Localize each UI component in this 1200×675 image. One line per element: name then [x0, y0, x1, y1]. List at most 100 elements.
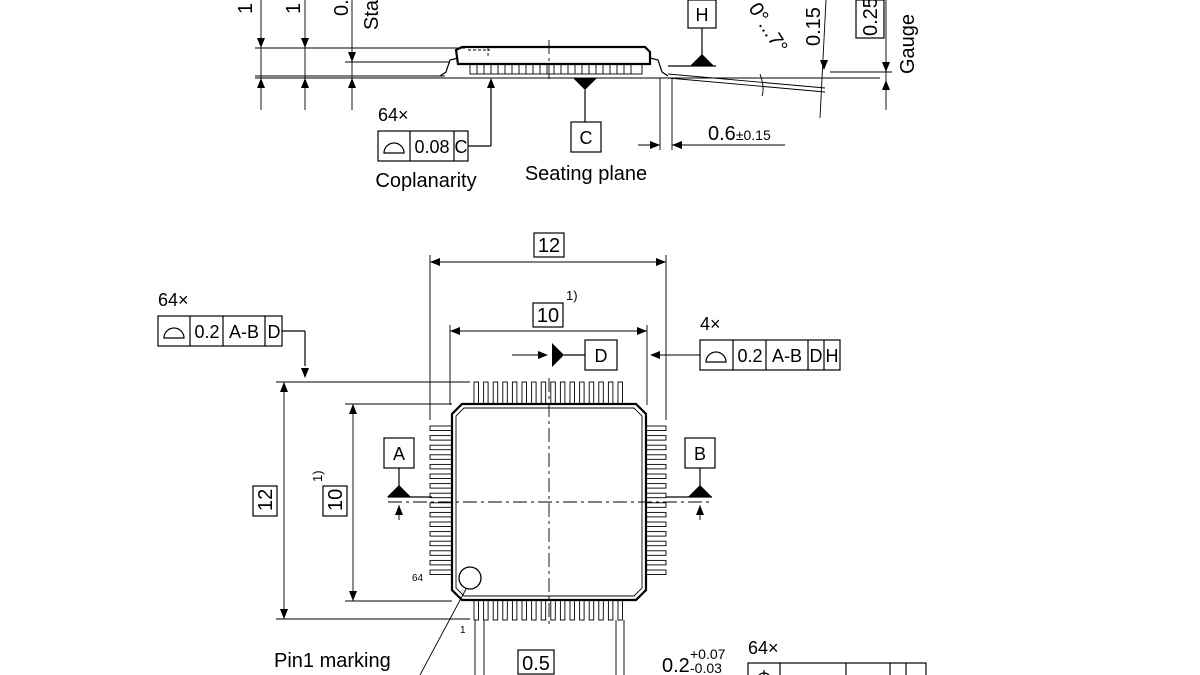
- pin-1-label: 1: [460, 625, 466, 636]
- pin1-marker: [458, 566, 482, 590]
- right-frame-datum-d: D: [810, 346, 823, 366]
- right-frame-tol: 0.2: [737, 346, 762, 366]
- side-dim-label-4: Sta: [361, 0, 383, 30]
- pin-lead: [429, 492, 453, 499]
- lead-width-minus: -0.03: [690, 660, 722, 675]
- pins-right-column: [645, 425, 667, 575]
- datum-a-label: A: [393, 444, 405, 464]
- pin-lead: [645, 559, 667, 566]
- pin-lead: [645, 483, 667, 489]
- pin-lead: [492, 599, 499, 621]
- dim-12-left-box: [252, 485, 278, 517]
- dim-10-left-box: [322, 485, 348, 517]
- pin-lead: [473, 599, 479, 621]
- dim-10-top-label: 10: [537, 305, 559, 327]
- right-frame-count: 4×: [700, 314, 721, 334]
- surface-profile-icon: [383, 142, 405, 154]
- pin-lead: [540, 599, 547, 621]
- pin-lead: [645, 511, 667, 518]
- coplanarity-frame: 0.08 C: [377, 130, 469, 162]
- right-frame-datum-h: H: [826, 346, 839, 366]
- pin-lead: [429, 569, 453, 575]
- pin-lead: [521, 381, 527, 405]
- left-frame-datum-d: D: [268, 322, 281, 342]
- coplanarity-value: 0.08: [414, 137, 449, 157]
- pin-lead: [502, 599, 508, 621]
- package-body: [450, 402, 648, 602]
- pin-lead: [607, 599, 614, 621]
- pin-lead: [502, 381, 508, 405]
- datum-c-box: [570, 121, 602, 153]
- pin-lead: [645, 444, 667, 451]
- pin-lead: [607, 381, 614, 405]
- pin-lead: [511, 599, 518, 621]
- pin-lead: [429, 435, 453, 441]
- pin-lead: [429, 540, 453, 547]
- pin-lead: [645, 569, 667, 575]
- pin-lead: [550, 381, 556, 405]
- pin-lead: [645, 531, 667, 537]
- pin-lead: [579, 599, 585, 621]
- left-frame-count: 64×: [158, 290, 189, 310]
- pin-lead: [617, 599, 623, 621]
- datum-h-box: [687, 0, 717, 29]
- lead-length-label: 0.6±0.15: [708, 123, 771, 145]
- pin-lead: [569, 381, 575, 405]
- lead-width-plus: +0.07: [690, 646, 726, 662]
- datum-h-label: H: [696, 5, 709, 25]
- side-view: 1 1 0. Sta: [235, 0, 919, 192]
- datum-a-box: [383, 437, 415, 469]
- datum-d-label: D: [595, 346, 608, 366]
- dim-025-box: [855, 0, 885, 39]
- right-frame-datum-ab: A-B: [772, 346, 802, 366]
- left-frame-datum-ab: A-B: [229, 322, 259, 342]
- pin-lead: [550, 599, 556, 621]
- angle-label: 0°...7°: [744, 0, 792, 57]
- pitch-label: 0.5: [522, 653, 550, 675]
- pin-lead: [617, 381, 623, 405]
- pin-lead: [645, 463, 667, 470]
- pin-lead: [588, 381, 595, 405]
- right-tolerance-frame: 0.2 A-B D H: [699, 339, 841, 371]
- note-ref-top: 1): [566, 288, 578, 303]
- coplanarity-label: Coplanarity: [375, 170, 476, 192]
- dim-12-left-label: 12: [255, 489, 277, 511]
- dim-12-top-box: [533, 232, 565, 258]
- pin-lead: [429, 444, 453, 451]
- coplanarity-datum: C: [455, 137, 468, 157]
- pin-lead: [483, 381, 489, 405]
- datum-b-label: B: [694, 444, 706, 464]
- pin-lead: [521, 599, 527, 621]
- pin-lead: [598, 381, 604, 405]
- pitch-box: [517, 649, 555, 675]
- pin-lead: [645, 521, 667, 527]
- dim-10-left-label: 10: [325, 489, 347, 511]
- pins-top-row: [473, 381, 623, 405]
- pin-lead: [645, 492, 667, 499]
- pin-lead: [645, 425, 667, 431]
- pin-lead: [511, 381, 518, 405]
- pin-lead: [645, 502, 667, 508]
- pin-lead: [531, 381, 537, 405]
- left-tolerance-frame: 0.2 A-B D: [157, 315, 283, 347]
- dim-10-top-box: [532, 302, 564, 328]
- pin-lead: [645, 435, 667, 441]
- pin-lead: [473, 381, 479, 405]
- pin-lead: [559, 381, 566, 405]
- pin-lead: [540, 381, 547, 405]
- seating-plane-label: Seating plane: [525, 163, 647, 185]
- bottom-frame-count: 64×: [748, 638, 779, 658]
- pin-lead: [531, 599, 537, 621]
- pin-lead: [429, 521, 453, 527]
- dim-12-top-label: 12: [538, 235, 560, 257]
- gauge-label: Gauge: [897, 14, 919, 74]
- datum-c-label: C: [580, 128, 593, 148]
- pin-lead: [588, 599, 595, 621]
- side-leads: [469, 63, 643, 75]
- dim-025-label: 0.25: [860, 0, 882, 36]
- pin-lead: [429, 454, 453, 460]
- pin-lead: [492, 381, 499, 405]
- pin-lead: [429, 483, 453, 489]
- note-ref-left: 1): [310, 470, 325, 482]
- pin-lead: [569, 599, 575, 621]
